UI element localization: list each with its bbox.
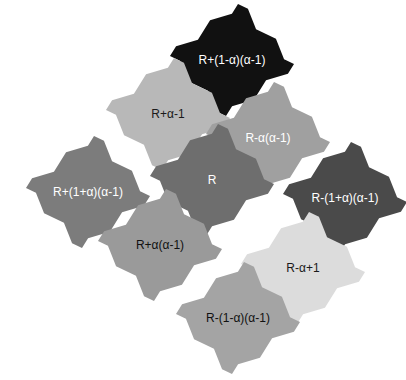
tile: R+α(α-1) [93, 185, 227, 305]
tile-label: R-(1-α)(α-1) [206, 311, 270, 325]
tile-label: R+(1-α)(α-1) [199, 53, 266, 67]
tile-label: R-(1+α)(α-1) [312, 191, 379, 205]
tile-label: R-α(α-1) [245, 131, 290, 145]
tile-label: R+α-1 [151, 107, 184, 121]
tile-label: R [208, 173, 217, 187]
tile-outline [98, 189, 222, 301]
tile-label: R-α+1 [286, 261, 319, 275]
tile-label: R+α(α-1) [136, 238, 184, 252]
tile: R-(1-α)(α-1) [171, 258, 305, 378]
tile-label: R+(1+α)(α-1) [53, 185, 123, 199]
tile-outline [176, 262, 300, 374]
